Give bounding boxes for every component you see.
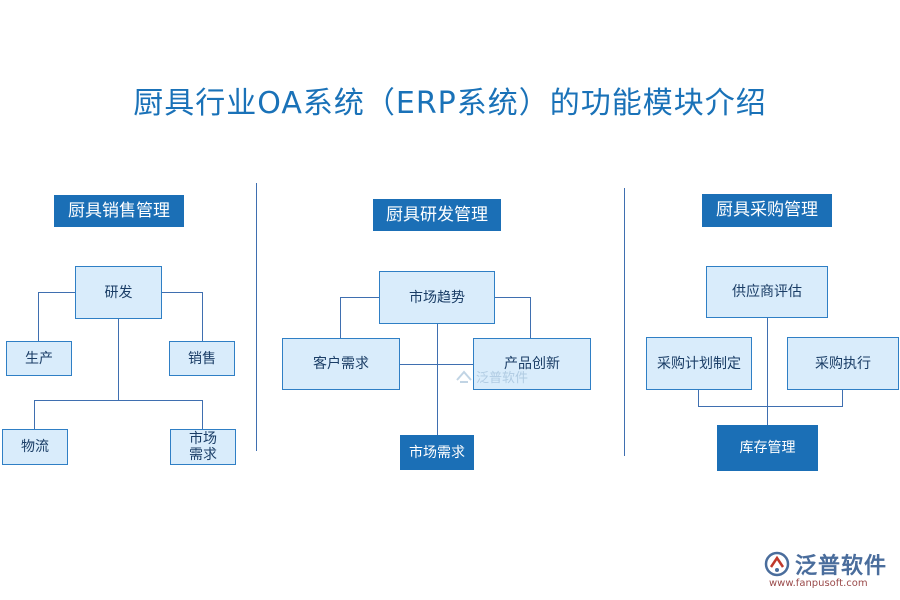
section-divider-left xyxy=(256,183,257,451)
watermark-text: 泛普软件 xyxy=(476,371,529,386)
connector xyxy=(698,406,843,407)
watermark: 泛普软件 xyxy=(455,367,528,386)
node-market-trend: 市场趋势 xyxy=(379,271,495,324)
node-selling: 销售 xyxy=(169,341,235,376)
node-logistics: 物流 xyxy=(2,429,68,465)
connector xyxy=(202,292,203,342)
node-rd: 研发 xyxy=(75,266,162,319)
node-market-demand: 市场 需求 xyxy=(170,429,236,465)
node-purchase-plan: 采购计划制定 xyxy=(646,337,752,390)
connector xyxy=(399,364,474,365)
connector xyxy=(34,400,35,430)
section-divider-right xyxy=(624,188,625,456)
brand-logo: 泛普软件 www.fanpusoft.com xyxy=(763,548,888,592)
node-label-line: 需求 xyxy=(189,447,217,463)
fanpu-logo-icon xyxy=(764,551,790,577)
node-customer-demand: 客户需求 xyxy=(282,338,400,390)
fanpu-logo-icon xyxy=(456,369,472,383)
connector xyxy=(494,297,530,298)
connector xyxy=(34,400,202,401)
connector xyxy=(202,400,203,430)
connector xyxy=(38,292,76,293)
node-market-demand-research: 市场需求 xyxy=(400,435,474,470)
page-title: 厨具行业OA系统（ERP系统）的功能模块介绍 xyxy=(133,86,767,121)
connector xyxy=(698,389,699,407)
connector xyxy=(842,389,843,407)
brand-name: 泛普软件 xyxy=(795,554,888,579)
node-inventory: 库存管理 xyxy=(717,425,818,471)
connector xyxy=(530,297,531,339)
section-title-sales: 厨具销售管理 xyxy=(54,195,184,227)
connector xyxy=(118,318,119,400)
section-title-research: 厨具研发管理 xyxy=(373,199,501,231)
connector xyxy=(38,292,39,342)
node-supplier-eval: 供应商评估 xyxy=(706,266,828,318)
node-label-line: 市场 xyxy=(189,431,217,447)
node-product-innovation: 产品创新 xyxy=(473,338,591,390)
connector xyxy=(767,318,768,426)
connector xyxy=(437,323,438,436)
connector xyxy=(340,297,380,298)
section-title-purchasing: 厨具采购管理 xyxy=(702,194,832,227)
connector xyxy=(161,292,202,293)
connector xyxy=(340,297,341,339)
node-purchase-exec: 采购执行 xyxy=(787,337,899,390)
node-production: 生产 xyxy=(6,341,72,376)
brand-url: www.fanpusoft.com xyxy=(769,578,868,589)
